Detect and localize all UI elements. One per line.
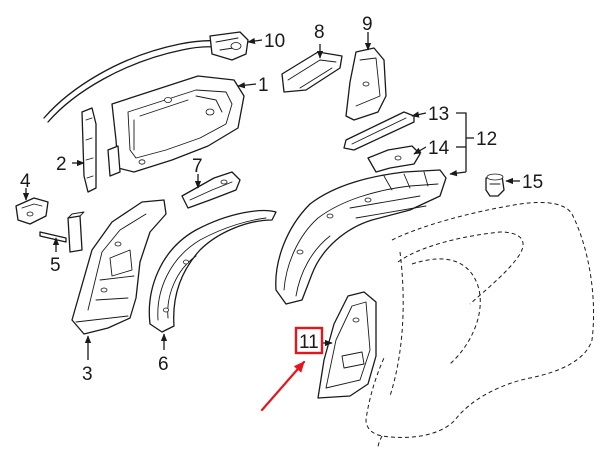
part-10-roof-rail bbox=[43, 31, 249, 123]
callout-14: 14 bbox=[428, 138, 450, 159]
callout-6: 6 bbox=[158, 354, 169, 375]
callout-3: 3 bbox=[82, 364, 93, 385]
part-11-inner-panel bbox=[317, 291, 377, 399]
callout-12: 12 bbox=[476, 129, 497, 150]
callout-7: 7 bbox=[192, 156, 203, 177]
callout-15: 15 bbox=[522, 172, 543, 193]
part-3-inner-quarter-panel bbox=[71, 199, 167, 335]
part-6-wheelhouse bbox=[148, 209, 277, 333]
part-9-pillar-panel bbox=[345, 47, 387, 121]
part-1-window-frame bbox=[107, 75, 245, 177]
quarter-panel-outline bbox=[365, 201, 595, 449]
highlight-callout-11 bbox=[260, 326, 324, 412]
part-15-clip bbox=[485, 173, 505, 197]
callout-8: 8 bbox=[314, 22, 325, 43]
part-8-rail-bracket bbox=[281, 51, 343, 93]
callout-10: 10 bbox=[264, 31, 285, 52]
leader-lines bbox=[22, 32, 520, 360]
callout-labels: 10 1 2 4 5 7 3 6 8 9 13 14 12 15 11 bbox=[20, 14, 543, 385]
highlight-arrow bbox=[260, 360, 306, 412]
callout-4: 4 bbox=[20, 171, 31, 192]
part-4-bracket bbox=[15, 197, 49, 225]
highlight-box bbox=[294, 326, 324, 355]
part-13-rail bbox=[343, 111, 415, 151]
callout-13: 13 bbox=[428, 104, 449, 125]
callout-1: 1 bbox=[258, 75, 269, 96]
callout-5: 5 bbox=[50, 255, 61, 276]
callout-9: 9 bbox=[362, 14, 373, 35]
rear-rail-assembly bbox=[275, 169, 447, 305]
part-2-pillar-reinforcement bbox=[81, 107, 97, 193]
part-14-gusset bbox=[367, 145, 421, 173]
callout-11: 11 bbox=[299, 332, 319, 353]
part-7-small-bracket bbox=[181, 171, 241, 209]
callout-2: 2 bbox=[56, 154, 67, 175]
part-5-bolt-and-block bbox=[39, 211, 85, 253]
